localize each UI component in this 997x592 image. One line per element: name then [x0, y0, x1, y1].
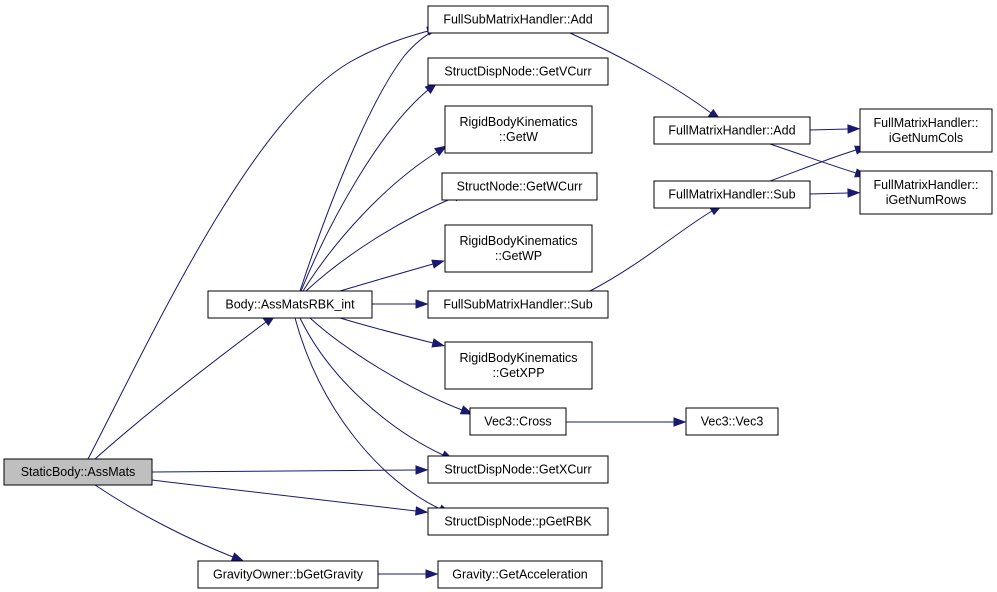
- edge-body_assmats-to-rbk_getwp: [339, 259, 445, 292]
- node-label: FullMatrixHandler::Add: [668, 124, 795, 138]
- arrowhead: [431, 259, 445, 269]
- node-label: FullMatrixHandler::: [874, 178, 979, 192]
- node-rbk-getxpp[interactable]: RigidBodyKinematics::GetXPP: [444, 341, 593, 390]
- node-fmh-add[interactable]: FullMatrixHandler::Add: [653, 116, 811, 145]
- node-body-assmats[interactable]: Body::AssMatsRBK_int: [207, 290, 373, 319]
- edge-body_assmats-to-sdn_getvcurr: [300, 82, 438, 292]
- node-rbk-getw[interactable]: RigidBodyKinematics::GetW: [444, 105, 593, 154]
- node-box: [427, 5, 609, 34]
- node-vec3-vec3[interactable]: Vec3::Vec3: [685, 407, 779, 436]
- node-label: StructNode::GetWCurr: [457, 180, 583, 194]
- node-label: FullMatrixHandler::: [874, 116, 979, 130]
- node-box: [653, 116, 811, 145]
- edge-fmh_add-to-fmh_getcols: [809, 124, 861, 134]
- edge-fmh_sub-to-fmh_getrows: [809, 188, 861, 198]
- arrowhead: [230, 552, 245, 562]
- arrowhead: [847, 124, 861, 134]
- node-label: Vec3::Cross: [484, 415, 551, 429]
- arrowhead: [459, 405, 474, 415]
- edge-body_assmats-to-sdn_pgetrbk: [294, 317, 452, 515]
- node-box: [197, 560, 379, 589]
- edge-body_assmats-to-vec3_cross: [309, 317, 474, 415]
- node-box: [427, 57, 609, 86]
- arrowhead: [431, 338, 446, 348]
- node-label: ::GetWP: [495, 249, 542, 263]
- node-label: FullSubMatrixHandler::Add: [443, 13, 592, 27]
- node-label: FullSubMatrixHandler::Sub: [443, 298, 592, 312]
- node-box: [441, 172, 598, 201]
- node-label: FullMatrixHandler::Sub: [668, 188, 795, 202]
- node-box: [859, 108, 993, 153]
- edge-fmh_add-to-fmh_getrows: [769, 143, 868, 178]
- node-fmh-sub[interactable]: FullMatrixHandler::Sub: [653, 180, 811, 209]
- node-box: [444, 341, 593, 390]
- node-fmh-getrows[interactable]: FullMatrixHandler::iGetNumRows: [859, 170, 993, 215]
- node-static-body[interactable]: StaticBody::AssMats: [3, 458, 153, 486]
- node-box: [685, 407, 779, 436]
- node-gravity-accel[interactable]: Gravity::GetAcceleration: [437, 560, 603, 589]
- node-label: Gravity::GetAcceleration: [452, 568, 588, 582]
- node-label: StructDispNode::pGetRBK: [444, 515, 592, 529]
- node-fmh-getcols[interactable]: FullMatrixHandler::iGetNumCols: [859, 108, 993, 153]
- edge-static_body-to-body_assmats: [94, 314, 276, 460]
- node-label: ::GetW: [499, 130, 538, 144]
- node-box: [653, 180, 811, 209]
- arrowhead: [415, 465, 429, 475]
- edge-fsmh_sub-to-fmh_sub: [589, 204, 723, 292]
- node-box: [427, 507, 609, 536]
- arrowhead: [673, 417, 687, 427]
- node-box: [207, 290, 373, 319]
- node-label: GravityOwner::bGetGravity: [213, 568, 364, 582]
- node-label: StructDispNode::GetXCurr: [444, 463, 591, 477]
- arrowhead: [847, 188, 861, 198]
- node-label: RigidBodyKinematics: [459, 234, 577, 248]
- edge-fmh_sub-to-fmh_getcols: [769, 145, 868, 182]
- node-vec3-cross[interactable]: Vec3::Cross: [469, 407, 567, 436]
- node-sdn-getvcurr[interactable]: StructDispNode::GetVCurr: [427, 57, 609, 86]
- node-label: RigidBodyKinematics: [459, 115, 577, 129]
- node-label: Vec3::Vec3: [701, 415, 764, 429]
- edge-static_body-to-gravity_owner: [94, 484, 245, 562]
- node-sdn-pgetrbk[interactable]: StructDispNode::pGetRBK: [427, 507, 609, 536]
- node-box: [427, 455, 609, 484]
- node-box: [437, 560, 603, 589]
- node-sn-getwcurr[interactable]: StructNode::GetWCurr: [441, 172, 598, 201]
- call-edges: [87, 22, 868, 579]
- node-label: StructDispNode::GetVCurr: [444, 65, 591, 79]
- node-label: iGetNumRows: [886, 193, 967, 207]
- node-box: [444, 105, 593, 154]
- arrowhead: [415, 299, 429, 309]
- edge-static_body-to-sdn_getxcurr: [151, 465, 429, 475]
- node-box: [3, 458, 153, 486]
- node-fsmh-sub[interactable]: FullSubMatrixHandler::Sub: [427, 290, 609, 319]
- node-box: [444, 224, 593, 273]
- node-box: [427, 290, 609, 319]
- node-sdn-getxcurr[interactable]: StructDispNode::GetXCurr: [427, 455, 609, 484]
- edge-gravity_owner-to-gravity_accel: [378, 569, 439, 579]
- node-label: RigidBodyKinematics: [459, 351, 577, 365]
- node-gravity-owner[interactable]: GravityOwner::bGetGravity: [197, 560, 379, 589]
- node-label: iGetNumCols: [889, 131, 963, 145]
- edge-static_body-to-fsmh_add: [87, 26, 441, 460]
- node-box: [469, 407, 567, 436]
- edge-body_assmats-to-rbk_getxpp: [339, 317, 446, 348]
- arrowhead: [415, 506, 429, 516]
- arrowhead: [425, 569, 439, 579]
- edge-body_assmats-to-fsmh_sub: [372, 299, 429, 309]
- node-rbk-getwp[interactable]: RigidBodyKinematics::GetWP: [444, 224, 593, 273]
- node-fsmh-add[interactable]: FullSubMatrixHandler::Add: [427, 5, 609, 34]
- call-nodes: StaticBody::AssMats Body::AssMatsRBK_intG…: [3, 5, 993, 589]
- node-label: ::GetXPP: [492, 366, 544, 380]
- node-label: StaticBody::AssMats: [21, 465, 136, 479]
- node-label: Body::AssMatsRBK_int: [225, 298, 355, 312]
- edge-vec3_cross-to-vec3_vec3: [566, 417, 687, 427]
- edge-static_body-to-sdn_pgetrbk: [151, 479, 429, 516]
- node-box: [859, 170, 993, 215]
- edge-body_assmats-to-rbk_getw: [302, 145, 448, 292]
- arrowhead: [434, 145, 448, 157]
